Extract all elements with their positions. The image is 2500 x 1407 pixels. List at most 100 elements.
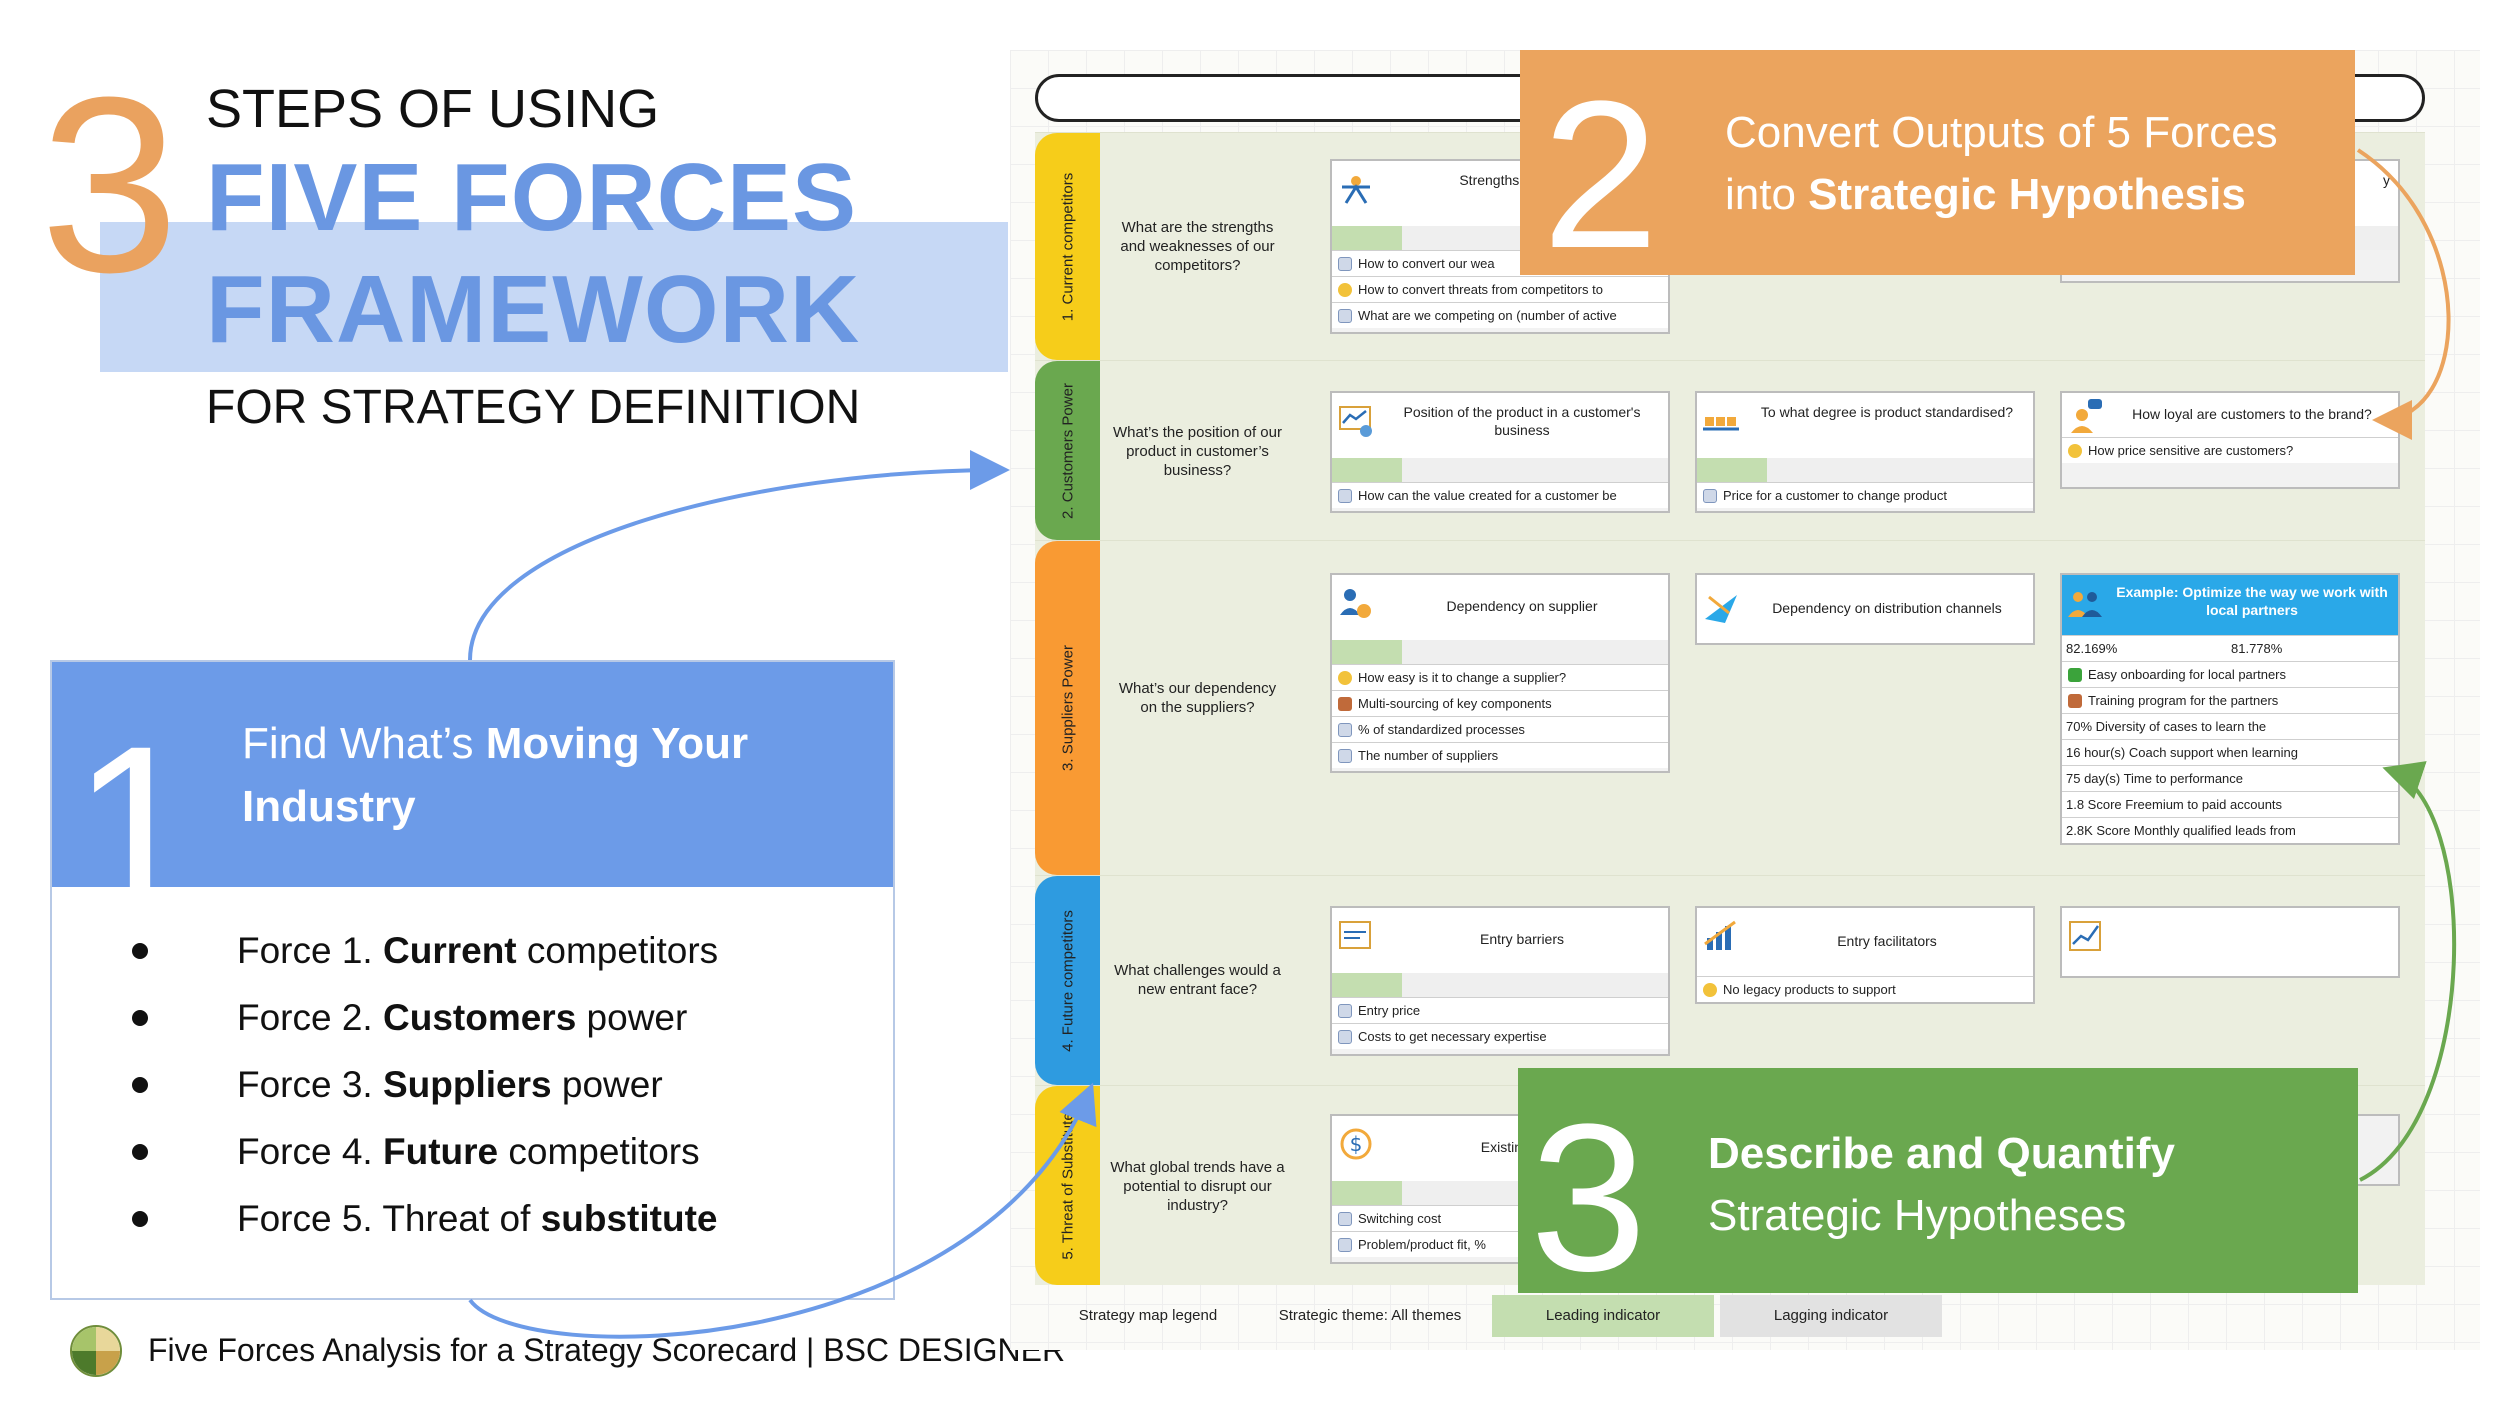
force-item-2: Force 2. Customers power [132,984,718,1051]
card-title: Entry facilitators [1697,908,2033,976]
card-distribution-channels[interactable]: Dependency on distribution channels [1695,573,2035,645]
force-suffix: power [576,997,688,1038]
lane-tab-3[interactable]: 3. Suppliers Power [1035,541,1100,875]
growth-chart-icon [1704,920,1736,950]
force-bold: substitute [540,1198,718,1239]
card-row[interactable]: % of standardized processes [1332,716,1668,742]
document-icon [2068,694,2082,708]
card-entry-barriers[interactable]: Entry barriers Entry price Costs to get … [1330,906,1670,1056]
legend-title: Strategy map legend [1078,1307,1218,1324]
card-row[interactable]: How can the value created for a customer… [1332,482,1668,508]
card-row[interactable]: 1.8 Score Freemium to paid accounts [2062,791,2398,817]
card-title-text: Dependency on supplier [1446,598,1598,614]
card-title-text: To what degree is product standardised? [1760,404,2014,420]
lane-question: What’s the position of our product in cu… [1113,424,1282,479]
card-row[interactable]: Easy onboarding for local partners [2062,661,2398,687]
card-title: Entry barriers [1332,908,1668,973]
card-title: Position of the product in a customer's … [1332,393,1668,458]
card-metrics-row: 82.169% 81.778% [2062,635,2398,661]
card-row-text: Entry price [1358,1003,1421,1018]
card-product-position[interactable]: Position of the product in a customer's … [1330,391,1670,513]
arrow-step1-to-map [468,450,1010,661]
card-row[interactable]: Costs to get necessary expertise [1332,1023,1668,1049]
card-entry-facilitators[interactable]: Entry facilitators No legacy products to… [1695,906,2035,1004]
metric-value: 82.169% [2066,641,2118,656]
lightbulb-icon [1338,283,1352,297]
card-supplier-dependency[interactable]: Dependency on supplier How easy is it to… [1330,573,1670,773]
step-2-number: 2 [1542,57,1659,292]
bsc-designer-logo-icon [70,1325,122,1377]
card-row-text: Switching cost [1358,1211,1442,1226]
step-1-title-bold: Moving Your Industry [242,719,749,831]
legend-strategic-theme[interactable]: Strategic theme: All themes [1278,1307,1462,1324]
card-title-text: Example: Optimize the way we work with l… [2116,584,2388,618]
card-standardisation[interactable]: To what degree is product standardised? … [1695,391,2035,513]
force-item-4: Force 4. Future competitors [132,1118,718,1185]
steps-count: 3 [40,45,180,324]
card-empty[interactable] [2060,906,2400,978]
step-3-title-bold: Describe and Quantify [1708,1129,2176,1178]
document-icon [1338,697,1352,711]
card-row[interactable]: 16 hour(s) Coach support when learning [2062,739,2398,765]
card-row-text: No legacy products to support [1723,982,1896,997]
force-bold: Customers [383,997,577,1038]
legend-leading-indicator[interactable]: Leading indicator [1492,1295,1714,1337]
card-title-text: Position of the product in a customer's … [1403,404,1641,438]
card-row-text: 1.8 Score Freemium to paid accounts [2066,797,2283,812]
lane-question: What global trends have a potential to d… [1110,1159,1285,1214]
force-bold: Future [383,1131,499,1172]
card-row[interactable]: 75 day(s) Time to performance [2062,765,2398,791]
card-row[interactable]: Price for a customer to change product [1697,482,2033,508]
lane-tab-1[interactable]: 1. Current competitors [1035,133,1100,360]
card-row[interactable]: How to convert threats from competitors … [1332,276,1668,302]
card-title-text: Entry barriers [1479,931,1565,947]
card-row-text: Price for a customer to change product [1723,488,1948,503]
team-icon [2068,592,2102,617]
lightbulb-icon [1703,983,1717,997]
card-row[interactable]: The number of suppliers [1332,742,1668,768]
force-bold: Current [383,930,517,971]
arrow-footer-to-substitute [468,1082,1097,1339]
card-row-text: Problem/product fit, % [1358,1237,1486,1252]
card-row-text: Easy onboarding for local partners [2088,667,2287,682]
card-row[interactable]: 2.8K Score Monthly qualified leads from [2062,817,2398,843]
card-title: Dependency on supplier [1332,575,1668,640]
force-prefix: Force 4. [237,1131,383,1172]
lane-tab-2[interactable]: 2. Customers Power [1035,361,1100,540]
card-progress-bar [1697,458,2033,482]
card-row[interactable]: No legacy products to support [1697,976,2033,1002]
barrier-icon [1339,921,1371,949]
step-1-header: 1 Find What’s Moving Your Industry [52,662,893,942]
card-row[interactable]: Multi-sourcing of key components [1332,690,1668,716]
card-row[interactable]: Training program for the partners [2062,687,2398,713]
kpi-icon [1338,749,1352,763]
card-row-text: How to convert threats from competitors … [1358,282,1603,297]
card-row[interactable]: How easy is it to change a supplier? [1332,664,1668,690]
force-prefix: Force 3. [237,1064,383,1105]
supplier-gear-icon [1340,589,1371,618]
card-title-text: Dependency on distribution channels [1772,600,2002,616]
card-row-text: How price sensitive are customers? [2088,443,2294,458]
boxes-icon [1703,417,1739,431]
force-item-1: Force 1. Current competitors [132,917,718,984]
line-chart-icon [2069,921,2101,951]
dollar-cycle-icon: $ [1340,1128,1372,1160]
kpi-icon [1703,489,1717,503]
card-title: How loyal are customers to the brand? [2062,393,2398,437]
card-row-text: How to convert our wea [1358,256,1495,271]
card-row[interactable]: 70% Diversity of cases to learn the [2062,713,2398,739]
legend-lagging-indicator[interactable]: Lagging indicator [1720,1295,1942,1337]
card-customer-loyalty[interactable]: How loyal are customers to the brand? Ho… [2060,391,2400,489]
card-row[interactable]: What are we competing on (number of acti… [1332,302,1668,328]
lane-question: What are the strengths and weaknesses of… [1120,219,1275,274]
lane-tab-4[interactable]: 4. Future competitors [1035,876,1100,1085]
chart-gear-icon [1339,406,1372,437]
step-1-number: 1 [72,698,200,955]
title-line-3: FRAMEWORK [206,256,861,363]
kpi-icon [1338,723,1352,737]
arrow-step2-to-card [2356,148,2451,440]
card-example-local-partners[interactable]: Example: Optimize the way we work with l… [2060,573,2400,845]
card-row[interactable]: How price sensitive are customers? [2062,437,2398,463]
card-row[interactable]: Entry price [1332,997,1668,1023]
